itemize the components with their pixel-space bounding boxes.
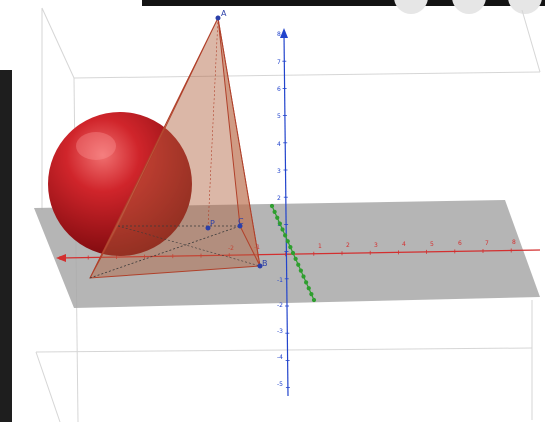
z-tick-label: -3 — [277, 328, 283, 335]
y-axis-dot — [272, 209, 277, 214]
z-tick-label: -4 — [277, 354, 283, 361]
z-tick-label: 8 — [277, 31, 281, 38]
y-axis-dot — [283, 233, 288, 238]
pyramid[interactable] — [89, 16, 261, 279]
x-tick-label: 7 — [485, 240, 489, 247]
y-axis-dot — [311, 297, 317, 303]
y-axis-dot — [309, 292, 314, 297]
x-tick-label: 8 — [512, 239, 516, 246]
x-tick-label: 2 — [346, 242, 350, 249]
z-tick-label: 4 — [277, 141, 281, 148]
z-tick-label: 2 — [277, 195, 281, 202]
point-p-label: P — [210, 219, 215, 228]
point-b-label: B — [262, 259, 268, 268]
x-tick-label: 3 — [374, 242, 378, 249]
z-tick-label: 6 — [277, 86, 281, 93]
toolbar-tool-button[interactable] — [508, 0, 542, 14]
point-b[interactable]: B — [257, 259, 268, 269]
x-tick-label: 5 — [430, 241, 434, 248]
left-sidebar-panel — [0, 70, 12, 422]
y-axis-dot — [290, 250, 296, 256]
toolbar-tool-button[interactable] — [394, 0, 428, 14]
z-tick-label: -1 — [277, 277, 283, 284]
y-axis-dot — [280, 227, 285, 232]
point-p[interactable]: P — [205, 219, 216, 231]
x-tick-label: 4 — [402, 241, 406, 248]
y-axis-dot — [285, 239, 290, 244]
y-axis-dot — [275, 215, 280, 220]
point-a-label: A — [221, 9, 227, 18]
x-tick-label: 1 — [318, 243, 322, 250]
z-tick-label: 3 — [277, 168, 281, 175]
y-axis-ticks — [269, 203, 317, 303]
y-axis-dot — [301, 274, 306, 279]
x-tick-label: 6 — [458, 240, 462, 247]
y-axis-dot — [304, 280, 309, 285]
sphere[interactable] — [48, 112, 192, 256]
y-axis-dot — [293, 256, 298, 261]
x-axis — [56, 249, 541, 262]
top-toolbar — [142, 0, 545, 14]
x-axis-ticks — [59, 248, 512, 260]
y-axis-dot — [288, 245, 293, 250]
point-c[interactable]: C — [237, 217, 245, 229]
toolbar-tool-button[interactable] — [452, 0, 486, 14]
z-tick-label: 5 — [277, 113, 281, 120]
y-axis-dot — [298, 268, 303, 273]
x-tick-label: -2 — [228, 245, 234, 252]
z-tick-label: 7 — [277, 59, 281, 66]
y-axis-dot — [296, 262, 301, 267]
point-a[interactable]: A — [215, 9, 228, 21]
y-axis-dot — [306, 286, 311, 291]
sphere-highlight — [76, 132, 116, 160]
z-tick-label: -2 — [277, 302, 283, 309]
y-axis-dot — [269, 203, 275, 209]
y-axis-dot — [277, 221, 282, 226]
z-axis — [280, 28, 289, 397]
point-c-label: C — [238, 217, 244, 226]
z-tick-label: -5 — [277, 381, 283, 388]
z-axis-ticks — [282, 33, 290, 389]
